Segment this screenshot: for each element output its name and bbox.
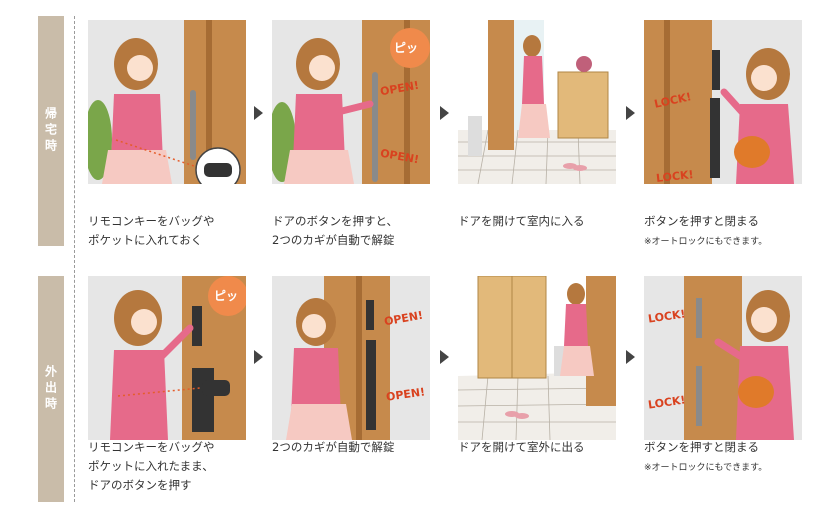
step-caption: ドアを開けて室外に出る: [458, 440, 585, 454]
step-caption: ドアのボタンを押すと、 2つのカギが自動で解錠: [272, 214, 399, 247]
illustration-step-2-2: OPEN! OPEN!: [272, 276, 430, 440]
illustration-step-1-4: LOCK! LOCK!: [644, 20, 802, 184]
arrow-right-icon: [254, 350, 263, 364]
arrow-right-icon: [626, 350, 635, 364]
step-caption: ボタンを押すと閉まる: [644, 440, 759, 454]
illustration-step-2-1: ピッ: [88, 276, 246, 440]
step-caption: リモコンキーをバッグや ポケットに入れたまま、 ドアのボタンを押す: [88, 440, 215, 492]
sound-effect-beep: ピッ: [214, 289, 239, 303]
auto-lock-note: ※オートロックにもできます。: [644, 463, 768, 473]
illustration-step-1-1: [88, 20, 246, 184]
illustration-step-1-2: ピッ OPEN! OPEN!: [272, 20, 430, 184]
section-tab-going-out: 外出時: [38, 276, 64, 502]
illustration-step-2-4: LOCK! LOCK!: [644, 276, 802, 440]
arrow-right-icon: [440, 106, 449, 120]
lock-stamp: LOCK!: [655, 168, 695, 184]
illustration-step-2-3: [458, 276, 616, 440]
sound-effect-beep: ピッ: [394, 41, 419, 55]
step-caption: ドアを開けて室内に入る: [458, 214, 585, 228]
arrow-right-icon: [254, 106, 263, 120]
arrow-right-icon: [440, 350, 449, 364]
step-caption: ボタンを押すと閉まる: [644, 214, 759, 228]
step-caption: リモコンキーをバッグや ポケットに入れておく: [88, 214, 215, 247]
section-tab-homecoming: 帰宅時: [38, 16, 64, 246]
arrow-right-icon: [626, 106, 635, 120]
dashed-divider: [74, 16, 75, 502]
illustration-step-1-3: [458, 20, 616, 184]
step-caption: 2つのカギが自動で解錠: [272, 440, 395, 454]
auto-lock-note: ※オートロックにもできます。: [644, 237, 768, 247]
